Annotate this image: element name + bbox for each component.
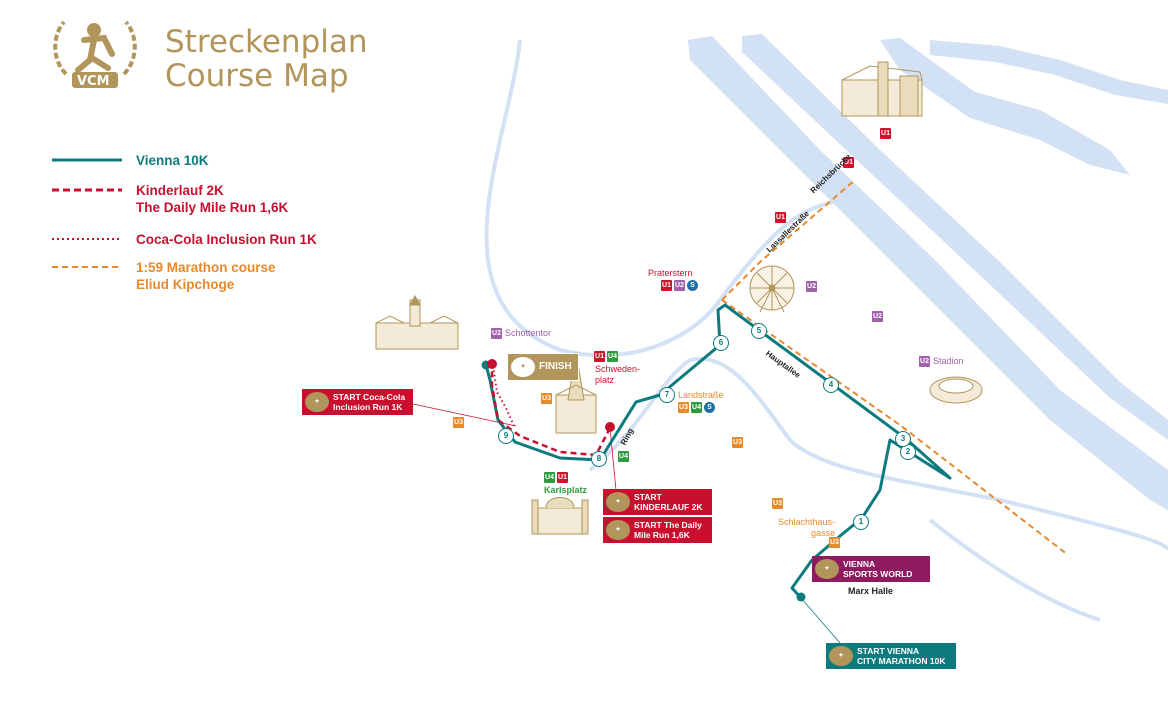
transit-badge: U3 bbox=[541, 393, 552, 404]
transit-badge: U4 bbox=[618, 451, 629, 462]
start-10k-callout: ✦ START VIENNA CITY MARATHON 10K bbox=[826, 643, 956, 669]
page-subtitle: Course Map bbox=[165, 58, 349, 94]
transit-badge: U3 bbox=[678, 402, 689, 413]
vcm-runner-logo-icon: ✦ bbox=[815, 559, 839, 579]
km-marker-6: 6 bbox=[713, 335, 729, 351]
marathon-course bbox=[721, 179, 1069, 556]
transit-badge: U3 bbox=[772, 498, 783, 509]
neue-donau bbox=[742, 34, 1168, 440]
transit-badge: U2 bbox=[919, 356, 930, 367]
place-schottentor: Schottentor bbox=[505, 328, 552, 338]
rathaus-landmark bbox=[375, 294, 459, 350]
transit-badge: U1 bbox=[880, 128, 891, 139]
transit-badge: U2 bbox=[872, 311, 883, 322]
vcm-runner-logo-icon: ✦ bbox=[305, 392, 329, 412]
place-karlsplatz: Karlsplatz bbox=[544, 485, 588, 495]
transit-badge: S bbox=[687, 280, 698, 291]
transit-badge: U2 bbox=[806, 281, 817, 292]
legend-swatches bbox=[52, 158, 122, 268]
vcm-runner-logo-icon: ✦ bbox=[511, 357, 535, 377]
legend-item-kinderlauf: Kinderlauf 2K The Daily Mile Run 1,6K bbox=[136, 183, 289, 215]
legend-item-vienna-10k: Vienna 10K bbox=[136, 153, 209, 168]
donauturm-landmark bbox=[841, 61, 923, 117]
finish-callout: ✦ FINISH bbox=[507, 353, 579, 381]
place-schwedenplatz: Schweden- platz bbox=[595, 364, 641, 385]
page-title: Streckenplan bbox=[165, 24, 368, 60]
inclusion-run-route bbox=[487, 359, 515, 427]
transit-badge: U3 bbox=[453, 417, 464, 428]
transit-badge: U1 bbox=[661, 280, 672, 291]
place-stadion: Stadion bbox=[933, 356, 964, 366]
km-marker-4: 4 bbox=[823, 377, 839, 393]
place-praterstern: Praterstern bbox=[648, 268, 693, 278]
vcm-runner-logo-icon: ✦ bbox=[606, 520, 630, 540]
km-marker-5: 5 bbox=[751, 323, 767, 339]
place-marx-halle: Marx Halle bbox=[848, 586, 894, 596]
transit-badge: U4 bbox=[544, 472, 555, 483]
place-landstrasse: Landstraße bbox=[678, 390, 724, 400]
landmarks bbox=[375, 61, 983, 535]
start-kinderlauf-callout: ✦ START KINDERLAUF 2K bbox=[603, 489, 712, 515]
transit-badge: U2 bbox=[491, 328, 502, 339]
sports-world-callout: ✦ VIENNA SPORTS WORLD bbox=[812, 556, 930, 582]
vcm-runner-logo-icon: ✦ bbox=[829, 646, 853, 666]
transit-badge: U2 bbox=[674, 280, 685, 291]
vcm-runner-logo-icon: ✦ bbox=[606, 492, 630, 512]
transit-badge: U1 bbox=[594, 351, 605, 362]
riesenrad-landmark bbox=[749, 265, 795, 313]
start-daily-mile-callout: ✦ START The Daily Mile Run 1,6K bbox=[603, 517, 712, 543]
transit-badge: U1 bbox=[843, 157, 854, 168]
logo-text: VCM bbox=[77, 74, 110, 89]
km-marker-1: 1 bbox=[853, 514, 869, 530]
transit-badge: U1 bbox=[557, 472, 568, 483]
alte-donau-branch bbox=[930, 40, 1168, 104]
transit-badge: U1 bbox=[775, 212, 786, 223]
km-marker-7: 7 bbox=[659, 387, 675, 403]
donaukanal-south bbox=[928, 518, 1101, 622]
km-marker-3: 3 bbox=[895, 431, 911, 447]
transit-badge: U3 bbox=[829, 537, 840, 548]
legend-item-inclusion-run: Coca-Cola Inclusion Run 1K bbox=[136, 232, 317, 247]
transit-badge: U4 bbox=[691, 402, 702, 413]
karlskirche-landmark bbox=[531, 497, 589, 535]
vcm-runner-logo bbox=[53, 20, 137, 88]
km-marker-8: 8 bbox=[591, 451, 607, 467]
stadion-landmark bbox=[929, 376, 983, 404]
start-inclusion-callout: ✦ START Coca-Cola Inclusion Run 1K bbox=[302, 389, 413, 415]
alte-donau bbox=[880, 38, 1130, 175]
river-system bbox=[688, 34, 1168, 510]
transit-badge: S bbox=[704, 402, 715, 413]
transit-badge: U4 bbox=[607, 351, 618, 362]
wienfluss bbox=[588, 356, 1168, 551]
legend-item-marathon: 1:59 Marathon course Eliud Kipchoge bbox=[136, 260, 276, 292]
place-schlachthausgasse: Schlachthaus- gasse bbox=[778, 517, 836, 538]
danube-river bbox=[688, 36, 1168, 510]
km-marker-9: 9 bbox=[498, 428, 514, 444]
transit-badge: U3 bbox=[732, 437, 743, 448]
